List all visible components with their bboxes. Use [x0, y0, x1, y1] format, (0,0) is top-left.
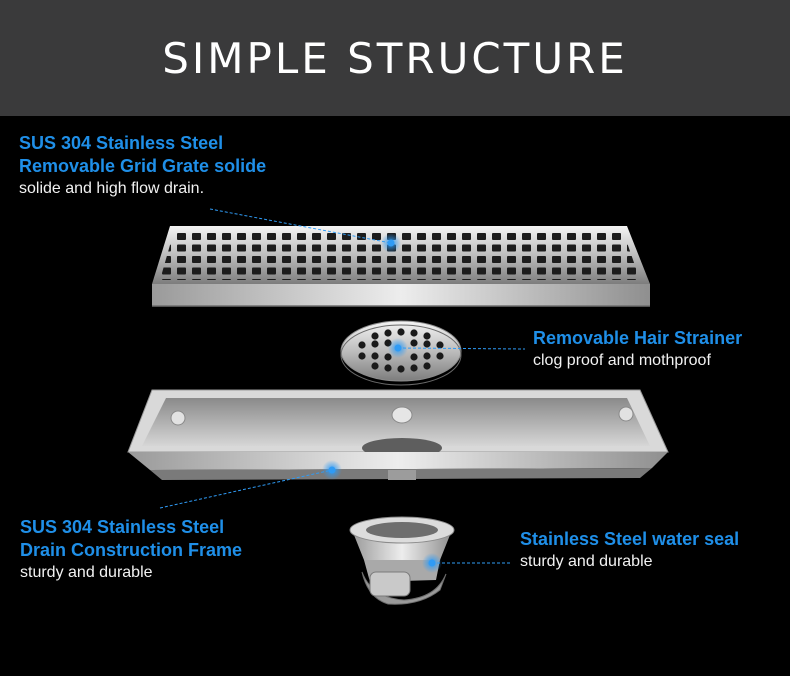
seal-desc: sturdy and durable — [520, 553, 653, 570]
drain-frame — [127, 389, 669, 480]
frame-title-line2: Drain Construction Frame — [20, 540, 243, 560]
leader-lines — [159, 208, 526, 564]
strainer-desc: clog proof and mothproof — [533, 352, 711, 369]
grid-grate — [152, 226, 650, 307]
page-title: SIMPLE STRUCTURE — [162, 33, 628, 83]
grate-title-line2: Removable Grid Grate solide — [19, 156, 267, 176]
grate-callout: SUS 304 Stainless Steel Removable Grid G… — [19, 132, 266, 200]
grate-desc: solide and high flow drain. — [19, 180, 205, 197]
frame-callout: SUS 304 Stainless Steel Drain Constructi… — [20, 516, 242, 584]
callout-markers — [322, 233, 442, 573]
water-seal — [349, 516, 455, 605]
grate-title-line1: SUS 304 Stainless Steel — [19, 133, 224, 153]
seal-callout: Stainless Steel water seal sturdy and du… — [520, 528, 739, 573]
frame-desc: sturdy and durable — [20, 564, 153, 581]
frame-title-line1: SUS 304 Stainless Steel — [20, 517, 225, 537]
strainer-callout: Removable Hair Strainer clog proof and m… — [533, 327, 742, 372]
header-band: SIMPLE STRUCTURE — [0, 0, 790, 116]
seal-title: Stainless Steel water seal — [520, 529, 740, 549]
strainer-title: Removable Hair Strainer — [533, 328, 743, 348]
